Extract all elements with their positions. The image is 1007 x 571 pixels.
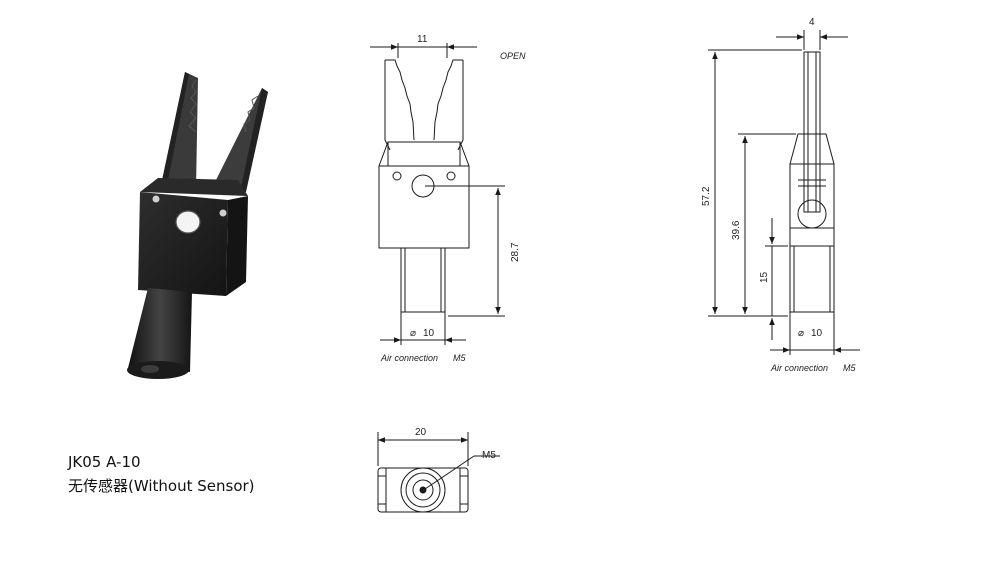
bottom-thread-label: M5 [482,450,496,461]
front-view [370,43,505,345]
product-model-label: JK05 A-10 [68,453,141,471]
bottom-view [377,432,500,513]
side-view [708,30,860,355]
side-total-height-label: 57.2 [701,186,712,206]
side-air-connection-label: Air connection [770,363,828,373]
front-air-thread-label: M5 [453,353,466,363]
side-finger-thickness-label: 4 [809,17,815,28]
side-body-height-label: 39.6 [731,220,742,240]
bottom-width-label: 20 [415,427,427,438]
gripper-3d-render [127,72,268,379]
open-state-label: OPEN [500,51,526,61]
side-diameter-symbol: ⌀ [798,328,804,339]
side-diameter-label: 10 [811,328,823,339]
product-description-label: 无传感器(Without Sensor) [68,477,255,495]
front-height-label: 28.7 [510,242,521,262]
front-diameter-label: 10 [423,328,435,339]
front-diameter-symbol: ⌀ [410,328,416,339]
side-air-thread-label: M5 [843,363,856,373]
front-jaw-width-label: 11 [417,34,428,45]
side-shaft-height-label: 15 [759,271,770,283]
front-air-connection-label: Air connection [380,353,438,363]
